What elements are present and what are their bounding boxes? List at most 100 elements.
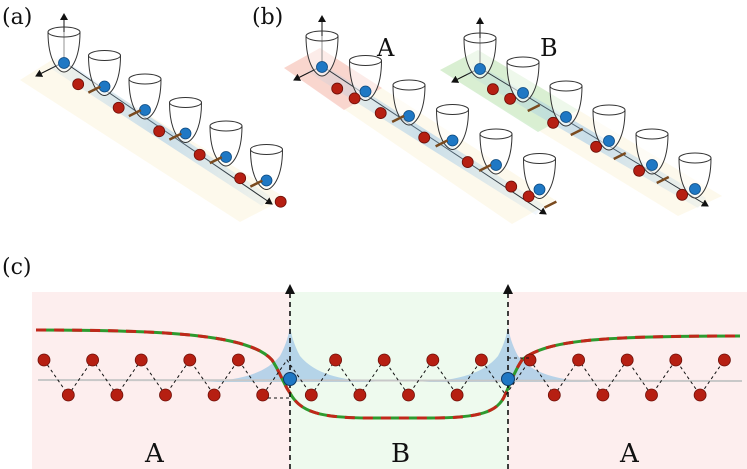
bA-red-atom-0 xyxy=(331,82,344,95)
bB-well-5 xyxy=(678,152,712,199)
a-well-rim-3 xyxy=(169,97,202,108)
bA-bond-2 xyxy=(478,163,492,172)
chain-red-atom-8 xyxy=(231,353,245,367)
bB-well-rim-5 xyxy=(678,152,712,164)
chain-red-atom-5 xyxy=(159,388,172,402)
panel-a: (a) xyxy=(2,5,287,222)
a-well-rim-4 xyxy=(209,120,243,132)
bA-blue-atom-2 xyxy=(403,110,415,122)
bA-well-2 xyxy=(392,79,426,126)
soliton-atom-left xyxy=(283,372,297,386)
chain-red-atom-12 xyxy=(329,353,343,367)
bB-well-1 xyxy=(506,56,540,103)
bB-red-atom-3 xyxy=(590,140,602,153)
bB-blue-atom-5 xyxy=(689,183,701,195)
chain-red-atom-21 xyxy=(547,388,561,402)
bA-well-body-0 xyxy=(305,35,339,77)
bA-red-atom-2 xyxy=(374,107,387,119)
bB-red-atom-5 xyxy=(676,188,688,201)
a-well-rim-0 xyxy=(47,26,81,38)
soliton-atom-right xyxy=(501,372,515,386)
region-label-a-left: A xyxy=(144,439,165,469)
a-red-atom-4 xyxy=(234,172,247,185)
bB-well-rim-3 xyxy=(592,104,626,116)
bB-well-0 xyxy=(463,32,497,79)
chain-red-atom-17 xyxy=(450,388,464,402)
a-well-body-3 xyxy=(169,102,202,144)
a-blue-atom-5 xyxy=(260,174,273,187)
bB-well-rim-1 xyxy=(506,56,540,68)
chain-baseline xyxy=(37,379,743,382)
bA-red-atom-5 xyxy=(505,180,518,193)
a-well-3 xyxy=(169,97,202,144)
bB-red-atom-4 xyxy=(633,164,645,177)
domain-wall-profile-dashes xyxy=(35,328,741,420)
bA-well-rim-3 xyxy=(436,104,469,115)
panel-a-wells xyxy=(47,26,287,208)
chain-red-atom-28 xyxy=(718,353,731,367)
chain-red-atom-4 xyxy=(134,353,148,367)
a-well-body-4 xyxy=(209,125,243,167)
bB-well-3 xyxy=(592,104,626,151)
atom-chain xyxy=(37,353,731,402)
bB-blue-atom-3 xyxy=(603,135,615,147)
a-well-body-1 xyxy=(88,55,121,97)
wall-axis-right-arrowhead xyxy=(503,284,513,294)
chain-red-atom-0 xyxy=(37,353,51,367)
region-label-b: B xyxy=(391,439,410,469)
bA-blue-atom-4 xyxy=(490,159,502,171)
bB-blue-atom-4 xyxy=(646,159,658,171)
chain-red-atom-6 xyxy=(183,353,197,367)
bA-well-1 xyxy=(349,55,382,102)
a-well-5 xyxy=(250,144,283,191)
panel-c-label: (c) xyxy=(2,255,32,280)
bB-blue-atom-2 xyxy=(560,111,572,123)
a-well-body-5 xyxy=(250,149,283,191)
chain-red-atom-22 xyxy=(572,353,585,367)
chain-red-atom-27 xyxy=(693,388,707,402)
a-red-atom-5 xyxy=(274,195,287,208)
bB-bond-1 xyxy=(570,127,584,137)
bB-well-body-1 xyxy=(506,61,540,103)
bA-well-3 xyxy=(436,104,469,151)
bB-well-rim-0 xyxy=(463,32,497,44)
region-label-a-right: A xyxy=(619,439,640,469)
bA-well-rim-1 xyxy=(349,55,382,66)
chain-red-atom-15 xyxy=(402,388,415,402)
chain-red-atom-7 xyxy=(207,388,221,402)
bB-bond-0 xyxy=(527,103,541,113)
a-well-rim-5 xyxy=(250,144,283,155)
chain-red-atom-2 xyxy=(86,353,99,367)
wall-connectors xyxy=(268,357,530,399)
chain-red-atom-9 xyxy=(256,388,270,402)
a-well-rim-2 xyxy=(128,73,162,85)
a-blue-atom-0 xyxy=(58,57,70,69)
bB-red-atom-1 xyxy=(504,92,517,105)
a-red-atom-2 xyxy=(153,125,166,138)
a-blue-atom-1 xyxy=(98,80,111,93)
chain-red-atom-24 xyxy=(620,353,634,367)
a-red-atom-0 xyxy=(72,78,85,91)
a-blue-atom-4 xyxy=(220,151,232,163)
chain-red-atom-1 xyxy=(61,388,75,402)
edge-state-right xyxy=(423,326,593,382)
bB-bond-3 xyxy=(656,175,670,185)
panel-b-left-title: A xyxy=(376,34,395,62)
bA-red-atom-4 xyxy=(461,156,474,168)
bA-red-atom-1 xyxy=(348,92,361,105)
a-well-1 xyxy=(88,50,121,97)
bB-red-atom-0 xyxy=(486,83,499,96)
chain-red-atom-3 xyxy=(110,388,124,402)
bA-blue-atom-5 xyxy=(533,183,546,196)
a-red-atom-1 xyxy=(112,101,125,114)
bA-well-body-1 xyxy=(349,60,382,102)
bB-well-body-0 xyxy=(463,37,497,79)
a-bond-2 xyxy=(168,132,182,141)
panel-b: (b) A B xyxy=(252,5,722,224)
chain-red-atom-20 xyxy=(523,353,537,367)
a-red-atom-3 xyxy=(193,148,206,161)
bB-well-2 xyxy=(549,80,583,127)
bA-well-0 xyxy=(305,30,339,77)
bA-bond-0 xyxy=(391,114,405,123)
